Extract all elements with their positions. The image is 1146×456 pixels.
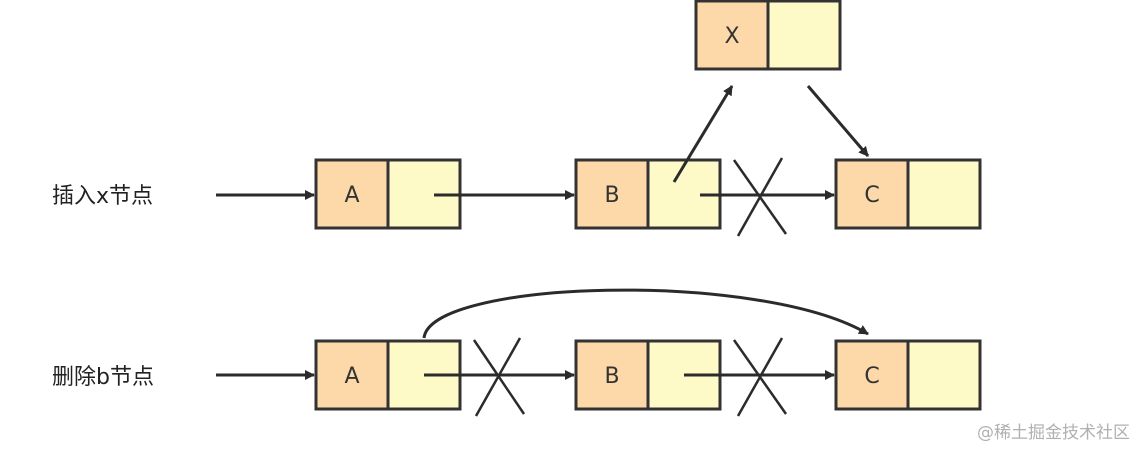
insert-x-to-c-arrow bbox=[806, 85, 870, 157]
insert-b-to-x-arrow bbox=[672, 85, 734, 183]
delete-b-to-c-cross-mark bbox=[732, 337, 788, 417]
delete-a-to-c-bypass-arrow bbox=[422, 288, 869, 339]
insert-node-x-data-cell bbox=[694, 0, 770, 71]
insert-node-b-data-cell bbox=[574, 158, 650, 230]
insert-node-x: X bbox=[694, 0, 842, 71]
delete-node-c-label: C bbox=[864, 364, 879, 389]
delete-node-b-label: B bbox=[604, 364, 619, 389]
insert-b-to-c-cross-mark bbox=[732, 157, 788, 237]
delete-node-c: C bbox=[834, 339, 982, 411]
insert-node-b: B bbox=[574, 158, 722, 230]
delete-node-c-data-cell bbox=[834, 339, 910, 411]
delete-node-a-label: A bbox=[344, 364, 359, 389]
delete-row-label: 删除b节点 bbox=[52, 365, 154, 390]
insert-node-c-pointer-cell bbox=[906, 158, 982, 230]
insert-node-b-label: B bbox=[604, 183, 619, 208]
insert-node-x-pointer-cell bbox=[766, 0, 842, 71]
insert-node-a-label: A bbox=[344, 183, 359, 208]
insert-row-label: 插入x节点 bbox=[52, 184, 153, 209]
delete-a-to-b-cross-mark bbox=[472, 337, 526, 417]
delete-node-c-pointer-cell bbox=[906, 339, 982, 411]
insert-node-c-label: C bbox=[864, 183, 879, 208]
watermark: @稀土掘金技术社区 bbox=[977, 423, 1130, 443]
insert-node-c-data-cell bbox=[834, 158, 910, 230]
insert-node-x-label: X bbox=[724, 24, 739, 49]
insert-node-c: C bbox=[834, 158, 982, 230]
insert-node-a: A bbox=[314, 158, 462, 230]
